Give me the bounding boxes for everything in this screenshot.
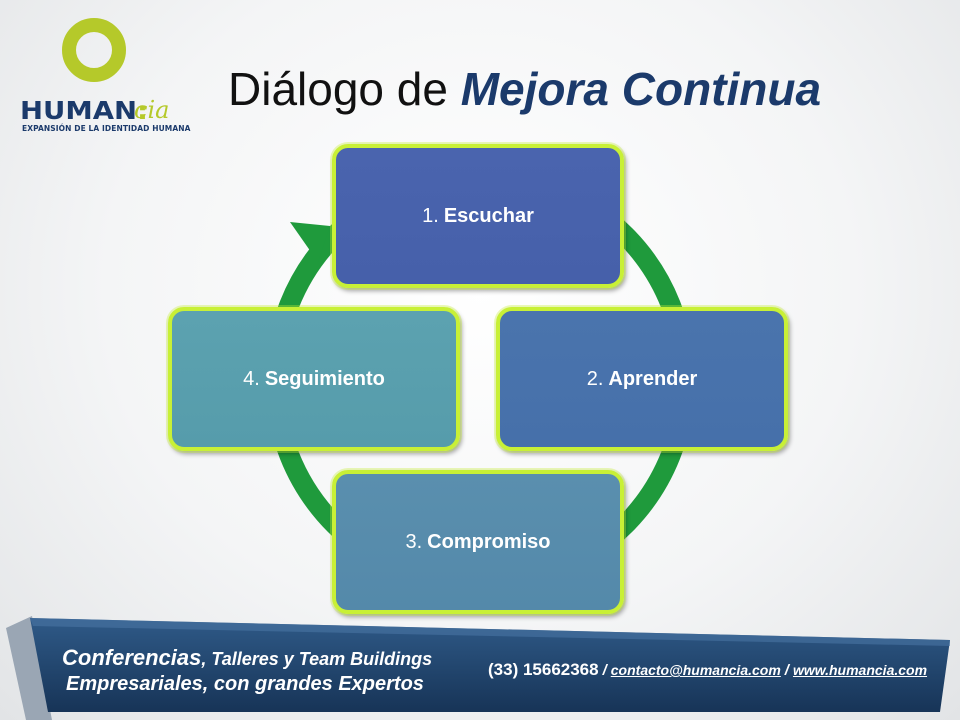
footer-website-link[interactable]: www.humancia.com [792, 662, 928, 678]
footer-team-buildings: Team Buildings [298, 649, 433, 669]
page-title: Diálogo de Mejora Continua [228, 62, 821, 116]
step-number: 4. [243, 367, 260, 390]
cycle-step-escuchar: 1.Escuchar [332, 144, 624, 288]
footer-banner [6, 616, 950, 720]
logo-tagline: EXPANSIÓN DE LA IDENTIDAD HUMANA [22, 124, 191, 133]
footer-email-link[interactable]: contacto@humancia.com [610, 662, 781, 678]
cycle-arrowhead-icon [290, 222, 330, 262]
footer-phone: (33) 15662368 [488, 660, 599, 679]
logo-colon: : [137, 96, 149, 125]
step-label: Escuchar [443, 204, 534, 227]
title-emphasis: Mejora Continua [460, 63, 822, 115]
footer-contact: (33) 15662368/contacto@humancia.com/www.… [488, 660, 927, 680]
footer-line1: Conferencias, Talleres y Team Buildings [62, 645, 432, 671]
step-label: Seguimiento [264, 367, 385, 390]
footer-line2: Empresariales, con grandes Expertos [66, 673, 424, 695]
footer-separator: / [784, 662, 789, 679]
step-label: Compromiso [427, 530, 551, 553]
cycle-step-seguimiento: 4.Seguimiento [168, 307, 460, 451]
step-number: 1. [422, 204, 439, 227]
footer-talleres: , Talleres y [201, 649, 299, 669]
cycle-step-compromiso: 3.Compromiso [332, 470, 624, 614]
footer-conferencias: Conferencias [62, 645, 202, 670]
logo-suffix: cia [134, 96, 170, 124]
cycle-step-aprender: 2.Aprender [496, 307, 788, 451]
step-number: 3. [405, 530, 423, 553]
logo-wordmark: HUMAN: [20, 96, 148, 125]
title-plain: Diálogo de [228, 63, 448, 115]
logo-wordmark-text: HUMAN [20, 96, 138, 125]
step-label: Aprender [608, 367, 698, 390]
step-number: 2. [586, 367, 604, 390]
humancia-logo: HUMAN: cia EXPANSIÓN DE LA IDENTIDAD HUM… [18, 18, 198, 138]
footer-separator: / [602, 662, 607, 679]
